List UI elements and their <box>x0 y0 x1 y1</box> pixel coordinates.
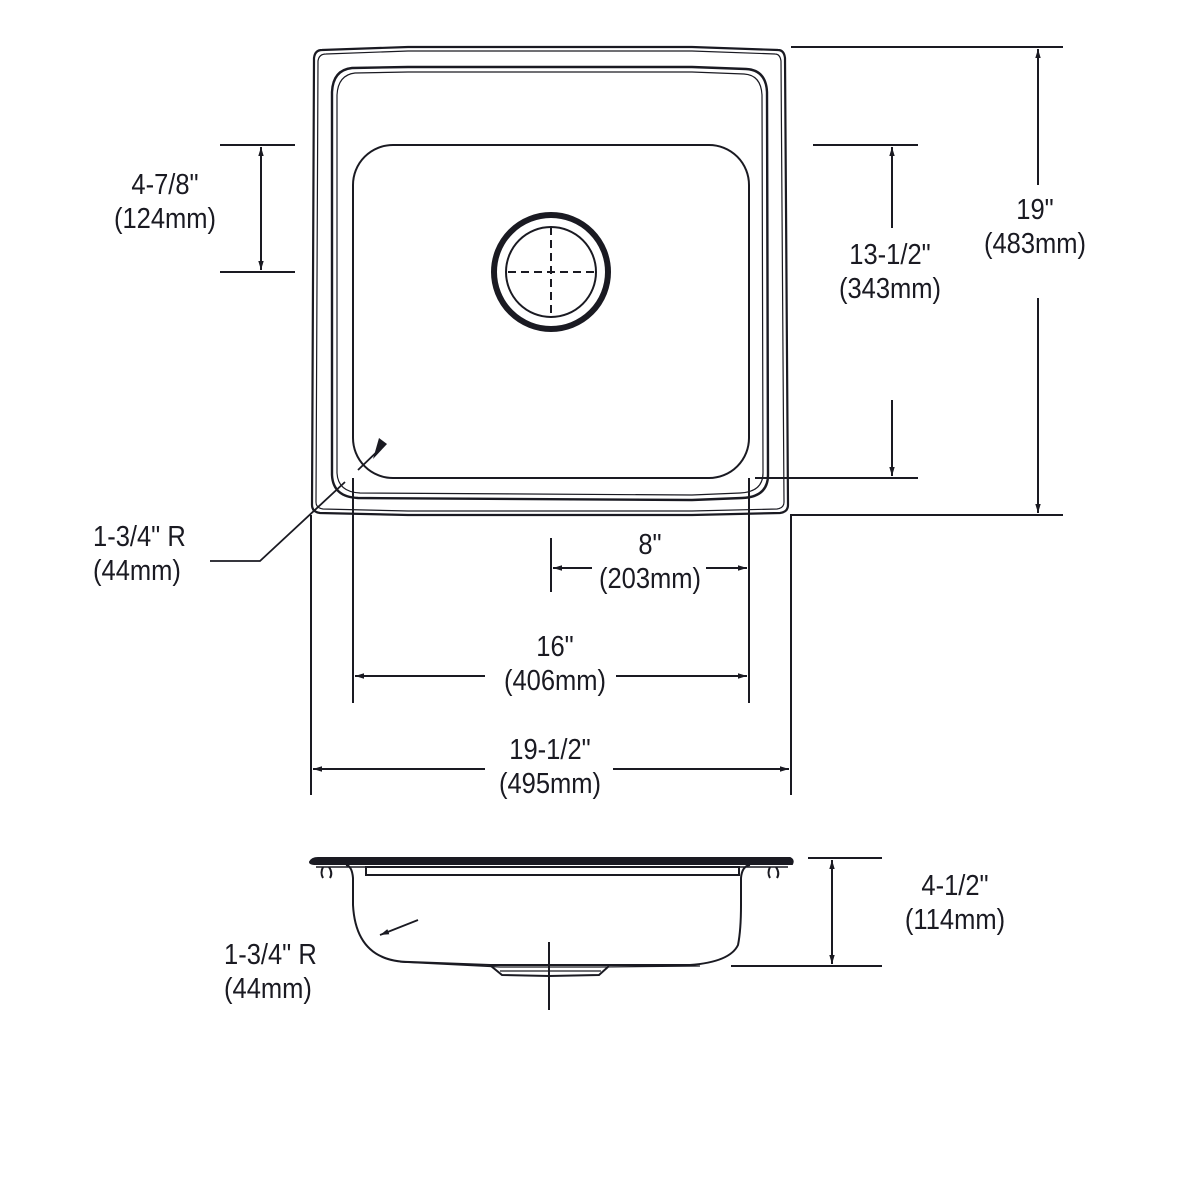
bowl-width-metric: (406mm) <box>503 665 607 697</box>
dim-drain-offset <box>220 144 295 273</box>
inner-rim <box>330 65 770 502</box>
side-depth-metric: (114mm) <box>904 904 1006 936</box>
label-overall-width: 19-1/2" (495mm) <box>480 733 621 801</box>
overall-depth-imperial: 19" <box>1016 194 1054 226</box>
drain-to-side-metric: (203mm) <box>598 563 702 595</box>
side-bowl <box>345 864 751 966</box>
corner-radius-metric: (44mm) <box>93 555 181 587</box>
corner-radius-imperial: 1-3/4" R <box>93 521 186 553</box>
side-rim <box>308 857 794 865</box>
sink-side-view <box>308 857 794 1010</box>
side-radius-imperial: 1-3/4" R <box>224 939 317 971</box>
label-drain-offset: 4-7/8" (124mm) <box>90 168 240 236</box>
drain-to-side-imperial: 8" <box>638 529 662 561</box>
mounting-clip-right <box>767 866 780 879</box>
label-corner-radius: 1-3/4" R (44mm) <box>93 520 186 588</box>
bowl-width-imperial: 16" <box>536 631 574 663</box>
dim-bowl-depth <box>755 144 918 479</box>
mounting-clip-left <box>320 866 333 879</box>
sink-top-view <box>310 45 790 517</box>
bowl-outline <box>352 144 750 479</box>
drain-outer-ring <box>491 212 611 332</box>
outer-rim <box>310 45 790 517</box>
side-radius-metric: (44mm) <box>224 973 312 1005</box>
label-bowl-width: 16" (406mm) <box>485 630 626 698</box>
side-depth-imperial: 4-1/2" <box>921 870 989 902</box>
label-side-radius: 1-3/4" R (44mm) <box>224 938 317 1006</box>
label-drain-to-side: 8" (203mm) <box>580 528 721 596</box>
dim-overall-depth <box>790 46 1063 570</box>
label-bowl-depth: 13-1/2" (343mm) <box>820 238 961 306</box>
overall-depth-metric: (483mm) <box>983 228 1087 260</box>
drain-offset-metric: (124mm) <box>113 203 217 235</box>
overall-width-metric: (495mm) <box>498 768 602 800</box>
corner-radius-leader <box>210 481 346 562</box>
dim-side-depth <box>731 857 882 967</box>
drain-offset-imperial: 4-7/8" <box>131 169 199 201</box>
overall-width-imperial: 19-1/2" <box>509 734 591 766</box>
label-overall-depth: 19" (483mm) <box>965 193 1106 261</box>
label-side-depth: 4-1/2" (114mm) <box>885 869 1026 937</box>
bowl-depth-imperial: 13-1/2" <box>849 239 931 271</box>
dim-drain-to-side <box>550 538 747 592</box>
bowl-depth-metric: (343mm) <box>838 273 942 305</box>
